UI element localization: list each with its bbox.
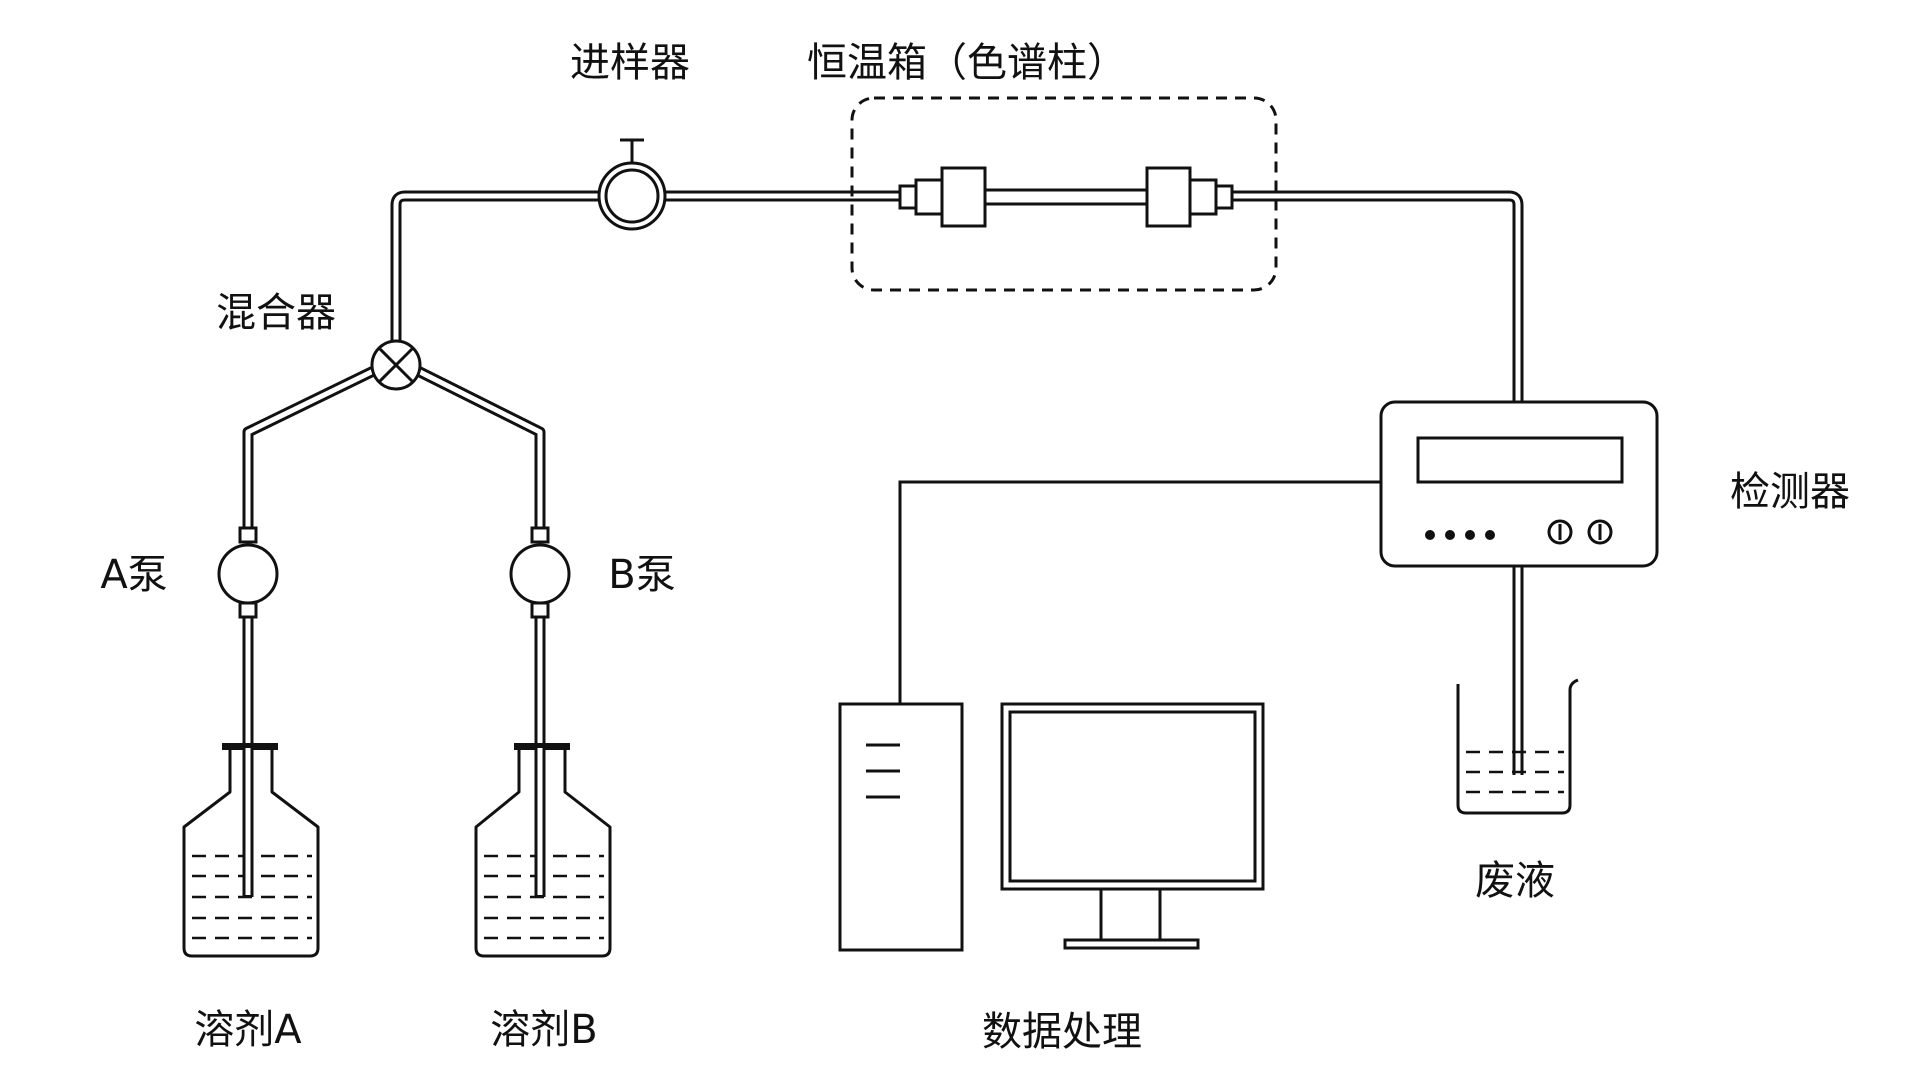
injector xyxy=(597,138,667,231)
mixer xyxy=(370,339,422,391)
detector-indicator-dots xyxy=(1425,530,1495,540)
detector xyxy=(1379,400,1659,568)
label-mixer: 混合器 xyxy=(216,290,336,336)
pump-a xyxy=(217,526,279,619)
solvent-a-bottle xyxy=(182,743,320,958)
label-oven: 恒温箱（色谱柱） xyxy=(807,40,1127,86)
column-oven xyxy=(850,96,1278,292)
label-pump-a: A泵 xyxy=(100,552,167,598)
solvent-b-bottle xyxy=(474,743,612,958)
label-pump-b: B泵 xyxy=(608,552,675,598)
waste-beaker xyxy=(1456,678,1579,815)
label-injector: 进样器 xyxy=(570,40,690,86)
signal-wire xyxy=(898,480,1381,704)
label-detector: 检测器 xyxy=(1730,469,1850,515)
label-data-processing: 数据处理 xyxy=(982,1009,1142,1055)
pump-b xyxy=(509,526,571,619)
detector-knob-2 xyxy=(1587,519,1613,545)
detector-knob-1 xyxy=(1547,519,1573,545)
computer-monitor xyxy=(1000,702,1265,950)
label-solvent-a: 溶剂A xyxy=(194,1007,302,1053)
detector-display xyxy=(1416,436,1624,484)
oven-dashed-box xyxy=(850,96,1278,292)
tube-pump-a-to-mixer xyxy=(242,355,399,542)
label-waste: 废液 xyxy=(1475,858,1555,904)
waste-liquid xyxy=(1466,750,1564,794)
tube-pump-b-to-mixer xyxy=(393,355,546,542)
computer-tower xyxy=(838,702,964,952)
label-solvent-b: 溶剂B xyxy=(490,1007,597,1053)
